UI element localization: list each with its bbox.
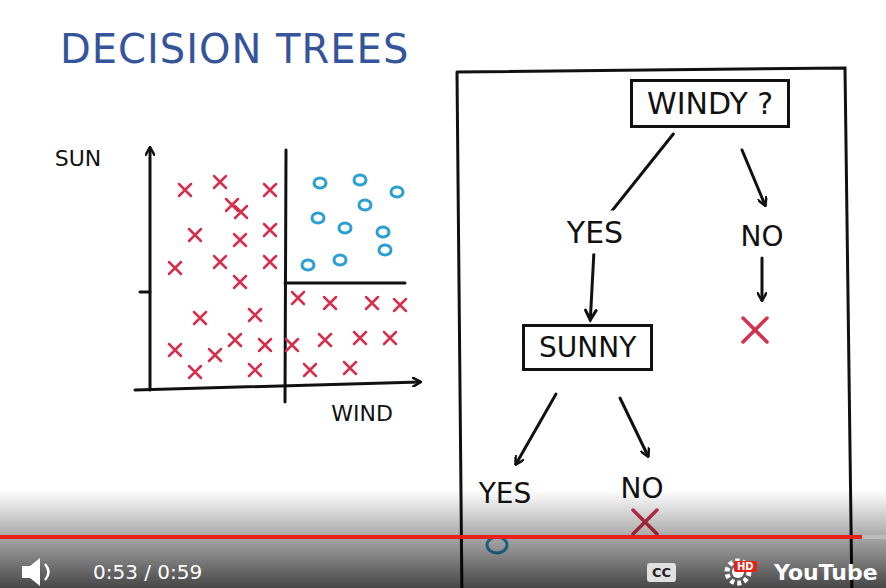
blue-o-mark	[391, 187, 403, 197]
red-x-mark	[264, 184, 276, 196]
red-x-mark	[189, 366, 201, 378]
volume-icon	[22, 558, 40, 586]
red-x-mark	[209, 349, 221, 361]
blue-o-mark	[314, 178, 326, 188]
x-axis	[135, 382, 420, 390]
arrowhead	[586, 310, 597, 320]
red-x-mark	[229, 334, 241, 346]
red-x-mark	[264, 256, 276, 268]
volume-wave	[45, 564, 49, 580]
red-x-mark	[264, 224, 276, 236]
red-x-mark	[194, 312, 206, 324]
blue-o-mark	[302, 260, 314, 270]
branch-arrow	[761, 258, 764, 300]
branch-arrow	[620, 398, 648, 456]
decision-box: SUNNY	[522, 324, 653, 371]
red-x-mark	[214, 256, 226, 268]
hd-badge: HD	[734, 561, 757, 572]
branch-arrow	[516, 394, 556, 464]
node-text: SUNNY	[539, 331, 636, 364]
time-display: 0:53 / 0:59	[93, 560, 202, 584]
red-x-mark	[292, 292, 304, 304]
edge-label: YES	[561, 211, 629, 254]
blue-o-mark	[339, 223, 351, 233]
red-x-mark	[226, 199, 238, 211]
red-x-mark	[324, 297, 336, 309]
red-x-mark	[319, 334, 331, 346]
branch-label: NO	[741, 220, 784, 253]
red-x-mark	[249, 309, 261, 321]
axis-label: WIND	[331, 401, 393, 426]
red-x-mark	[286, 339, 298, 351]
youtube-logo: YouTube	[774, 560, 878, 585]
red-x-mark	[234, 276, 246, 288]
split-line	[285, 150, 286, 402]
blue-o-mark	[334, 255, 346, 265]
branch-arrow	[742, 150, 765, 205]
blue-o-mark	[312, 213, 324, 223]
split-line	[285, 282, 405, 285]
red-x-mark	[169, 262, 181, 274]
red-x-mark	[189, 229, 201, 241]
y-axis	[149, 148, 152, 390]
red-x-mark	[394, 299, 406, 311]
title: DECISION TREES	[60, 26, 409, 72]
red-x-mark	[366, 297, 378, 309]
decision-box: WINDY ?	[630, 79, 790, 128]
axis-label: SUN	[55, 146, 102, 171]
red-x-mark	[234, 234, 246, 246]
blue-o-mark	[359, 200, 371, 210]
red-x-mark	[384, 332, 396, 344]
red-x-mark	[304, 364, 316, 376]
blue-o-mark	[379, 245, 391, 255]
red-x-mark	[354, 332, 366, 344]
progress-played	[0, 535, 862, 539]
blue-o-mark	[377, 227, 389, 237]
cc-button: CC	[647, 563, 676, 582]
red-x-mark	[249, 364, 261, 376]
red-x-mark	[214, 176, 226, 188]
red-x-mark	[169, 344, 181, 356]
red-x-mark	[743, 318, 767, 342]
progress-rest	[862, 535, 886, 539]
tick	[140, 291, 150, 294]
node-text: WINDY ?	[647, 86, 773, 121]
red-x-mark	[235, 206, 247, 218]
blue-o-mark	[354, 175, 366, 185]
red-x-mark	[179, 184, 191, 196]
red-x-mark	[344, 362, 356, 374]
red-x-mark	[259, 339, 271, 351]
